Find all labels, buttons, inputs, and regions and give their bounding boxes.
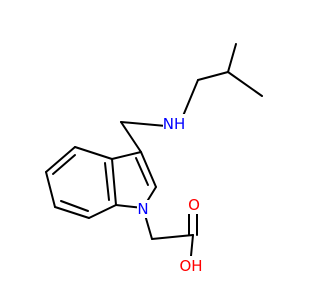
bond-nh-ch2 [120, 121, 167, 127]
atom-hydroxyl-oxygen: OH [177, 256, 205, 276]
bond-c6-c7-inner [60, 200, 89, 212]
hydroxyl-oxygen-label: OH [179, 257, 202, 275]
bond-c3a-c7a-inner [104, 162, 110, 201]
indole-nitrogen-label: N [137, 200, 148, 218]
bond-c3a-c4 [74, 146, 113, 160]
bond-c3-c2-inner [135, 157, 149, 186]
bond-c5-c6 [45, 171, 56, 208]
atom-carbonyl-oxygen: O [186, 196, 202, 214]
bond-c7-c7a [88, 204, 117, 219]
bond-methyl-2-ch [227, 71, 263, 97]
bond-ch-ch2 [197, 71, 229, 81]
bond-c4-c5 [45, 146, 76, 173]
atom-amine-nitrogen: NH [163, 114, 187, 134]
bond-c3-c2 [140, 151, 157, 188]
amine-nitrogen-label: NH [163, 115, 186, 133]
bond-methyl-1-ch [227, 43, 237, 73]
bond-c4-c5-inner [52, 154, 76, 175]
bond-c3a-c7a [111, 158, 117, 206]
atom-indole-nitrogen: N [137, 200, 151, 218]
bond-ch2-cooh [151, 234, 194, 240]
molecule-structure: NH N O OH [45, 43, 263, 276]
bond-ch2-c3 [120, 121, 142, 153]
carbonyl-oxygen-label: O [188, 196, 200, 214]
bond-ch2-nh [182, 79, 199, 117]
bond-c-oh [190, 234, 194, 257]
bond-c3-c3a [111, 151, 142, 160]
bond-c6-c7 [54, 206, 90, 219]
